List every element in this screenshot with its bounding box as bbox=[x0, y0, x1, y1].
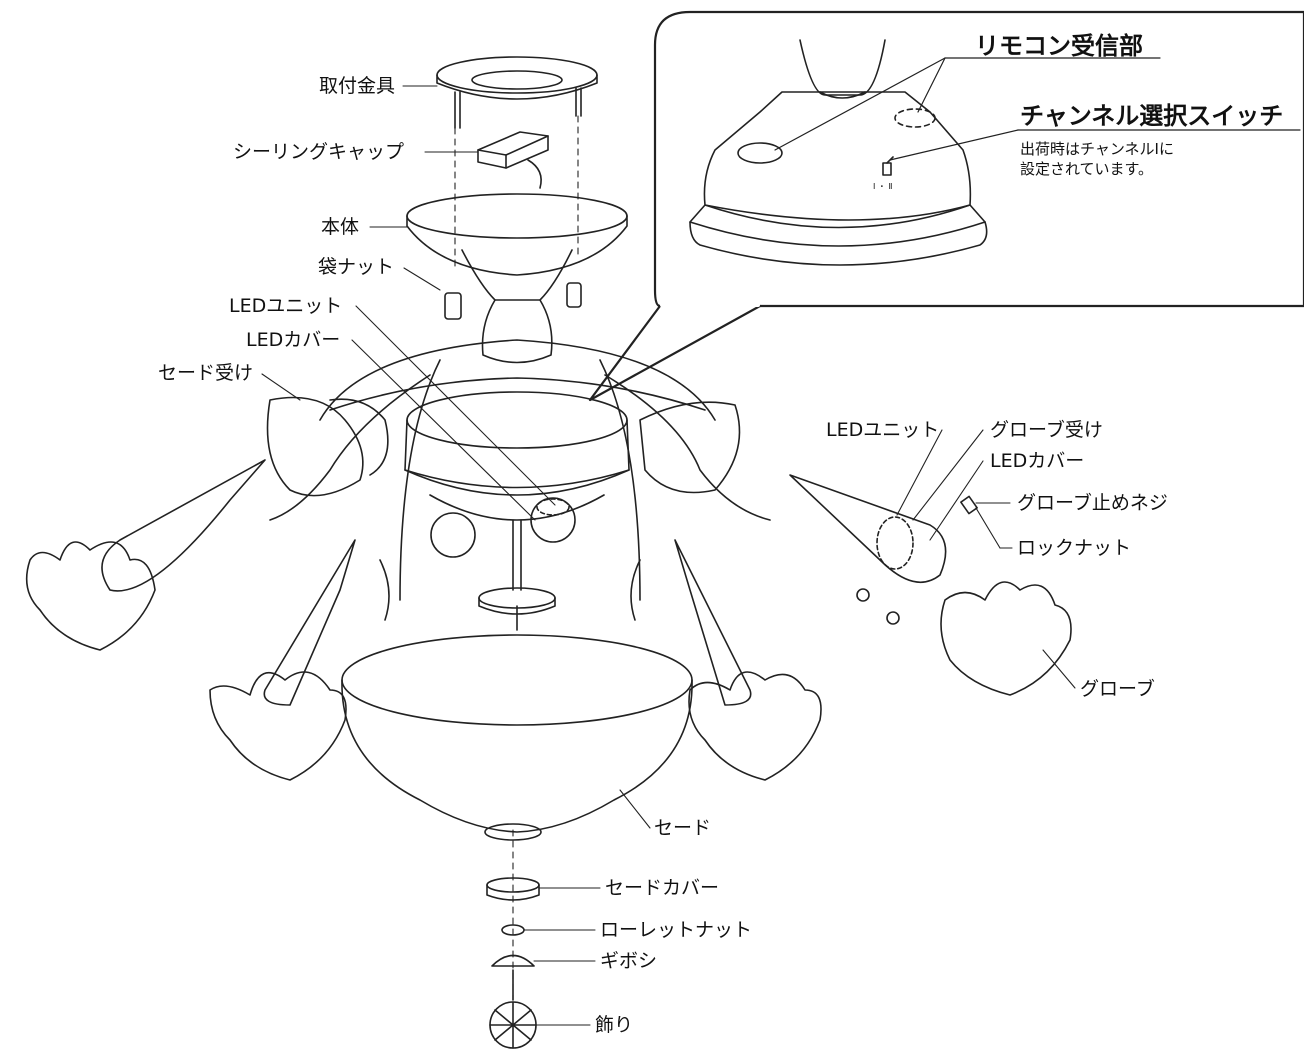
label-shade: セード bbox=[654, 817, 712, 839]
inset-label-channel-switch: チャンネル選択スイッチ bbox=[1020, 102, 1284, 130]
label-shade-holder: セード受け bbox=[158, 362, 254, 384]
label-ornament: 飾り bbox=[595, 1014, 634, 1036]
globe-screws-right bbox=[856, 495, 978, 625]
shade-bowl-drawing bbox=[341, 634, 693, 841]
label-globe-holder: グローブ受け bbox=[990, 419, 1103, 441]
label-ceiling-cap: シーリングキャップ bbox=[233, 141, 405, 163]
label-lock-nut: ロックナット bbox=[1017, 537, 1132, 559]
label-led-cover-right: LEDカバー bbox=[990, 450, 1085, 472]
label-finial: ギボシ bbox=[600, 950, 658, 972]
inset-note-line2: 設定されています。 bbox=[1020, 160, 1154, 178]
globe-left-far bbox=[25, 459, 266, 651]
inset-switch-marking: Ⅰ ・ Ⅱ bbox=[873, 182, 893, 191]
inset-canopy-drawing bbox=[689, 39, 988, 266]
inset-note-line1: 出荷時はチャンネルⅠに bbox=[1020, 140, 1174, 158]
dash-guides bbox=[454, 115, 579, 1001]
ceiling-cap-drawing bbox=[477, 131, 549, 189]
label-led-unit-left: LEDユニット bbox=[229, 295, 343, 317]
body-canopy-drawing bbox=[406, 193, 628, 364]
label-knurled-nut: ローレットナット bbox=[600, 919, 753, 941]
label-mounting-bracket: 取付金具 bbox=[319, 75, 396, 97]
label-led-unit-right: LEDユニット bbox=[826, 419, 940, 441]
globe-left-center bbox=[209, 539, 356, 781]
label-cap-nut: 袋ナット bbox=[318, 256, 395, 278]
globe-right-far bbox=[789, 474, 1072, 696]
label-body: 本体 bbox=[321, 216, 360, 238]
inset-label-remote-receiver: リモコン受信部 bbox=[975, 32, 1143, 60]
label-shade-cover: セードカバー bbox=[605, 877, 720, 899]
label-led-cover-left: LEDカバー bbox=[246, 329, 341, 351]
cap-nuts-drawing bbox=[444, 282, 582, 320]
mounting-bracket-drawing bbox=[436, 56, 598, 129]
inset-leader-lines bbox=[774, 57, 1301, 161]
globe-right-center bbox=[674, 539, 822, 781]
central-fixture-drawing bbox=[269, 339, 771, 631]
leader-lines bbox=[261, 85, 1076, 1026]
label-globe: グローブ bbox=[1080, 678, 1155, 700]
decorative-leaves bbox=[266, 396, 741, 621]
inset-callout-box bbox=[588, 10, 1304, 402]
label-globe-screw: グローブ止めネジ bbox=[1017, 492, 1168, 514]
